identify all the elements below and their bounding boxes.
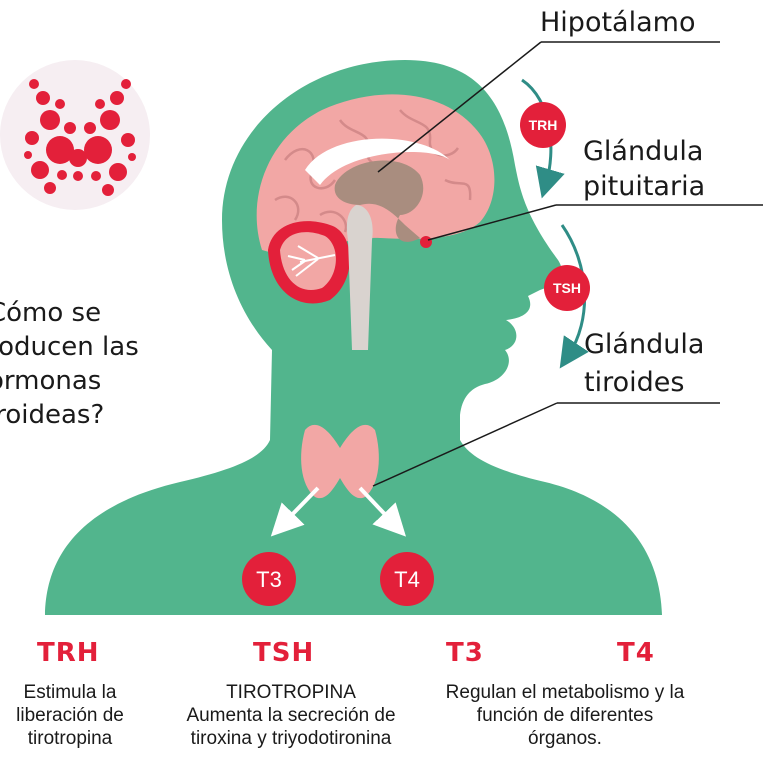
legend-tsh-desc: TIROTROPINA Aumenta la secreción de tiro…	[160, 681, 422, 750]
legend-tsh-title: TSH	[253, 638, 314, 668]
legend-trh-desc: Estimula la liberación de tirotropina	[0, 681, 140, 750]
question-line-1: Cómo se	[0, 296, 139, 330]
legend-t3-line: Regulan el metabolismo y la	[420, 681, 710, 704]
legend-trh-title: TRH	[37, 638, 100, 668]
thyroid-icon	[0, 60, 150, 210]
legend-tsh-line: Aumenta la secreción de	[160, 704, 422, 727]
legend-t3-line: función de diferentes	[420, 704, 710, 727]
label-tiroides-2: tiroides	[584, 366, 684, 399]
legend-t3-title: T3	[446, 638, 484, 668]
question-line-3: ormonas	[0, 364, 139, 398]
question-line-2: roducen las	[0, 330, 139, 364]
t3-badge-text: T3	[256, 567, 282, 592]
label-hipotalamo: Hipotálamo	[540, 6, 695, 39]
t4-badge-text: T4	[394, 567, 420, 592]
pituitary-gland	[420, 236, 432, 248]
legend-t3-line: órganos.	[420, 727, 710, 750]
legend-tsh-line: TIROTROPINA	[160, 681, 422, 704]
legend-trh-line: Estimula la	[0, 681, 140, 704]
label-pituitaria-2: pituitaria	[583, 170, 705, 203]
legend-t3-t4-desc: Regulan el metabolismo y la función de d…	[420, 681, 710, 750]
label-tiroides-1: Glándula	[584, 328, 704, 361]
legend-trh-line: tirotropina	[0, 727, 140, 750]
legend-trh-line: liberación de	[0, 704, 140, 727]
question-line-4: iroideas?	[0, 398, 139, 432]
tsh-badge-text: TSH	[553, 280, 581, 296]
legend-tsh-line: tiroxina y triyodotironina	[160, 727, 422, 750]
question-text: Cómo se roducen las ormonas iroideas?	[0, 296, 139, 432]
trh-badge-text: TRH	[529, 117, 558, 133]
label-pituitaria-1: Glándula	[583, 135, 703, 168]
legend-t4-title: T4	[617, 638, 655, 668]
